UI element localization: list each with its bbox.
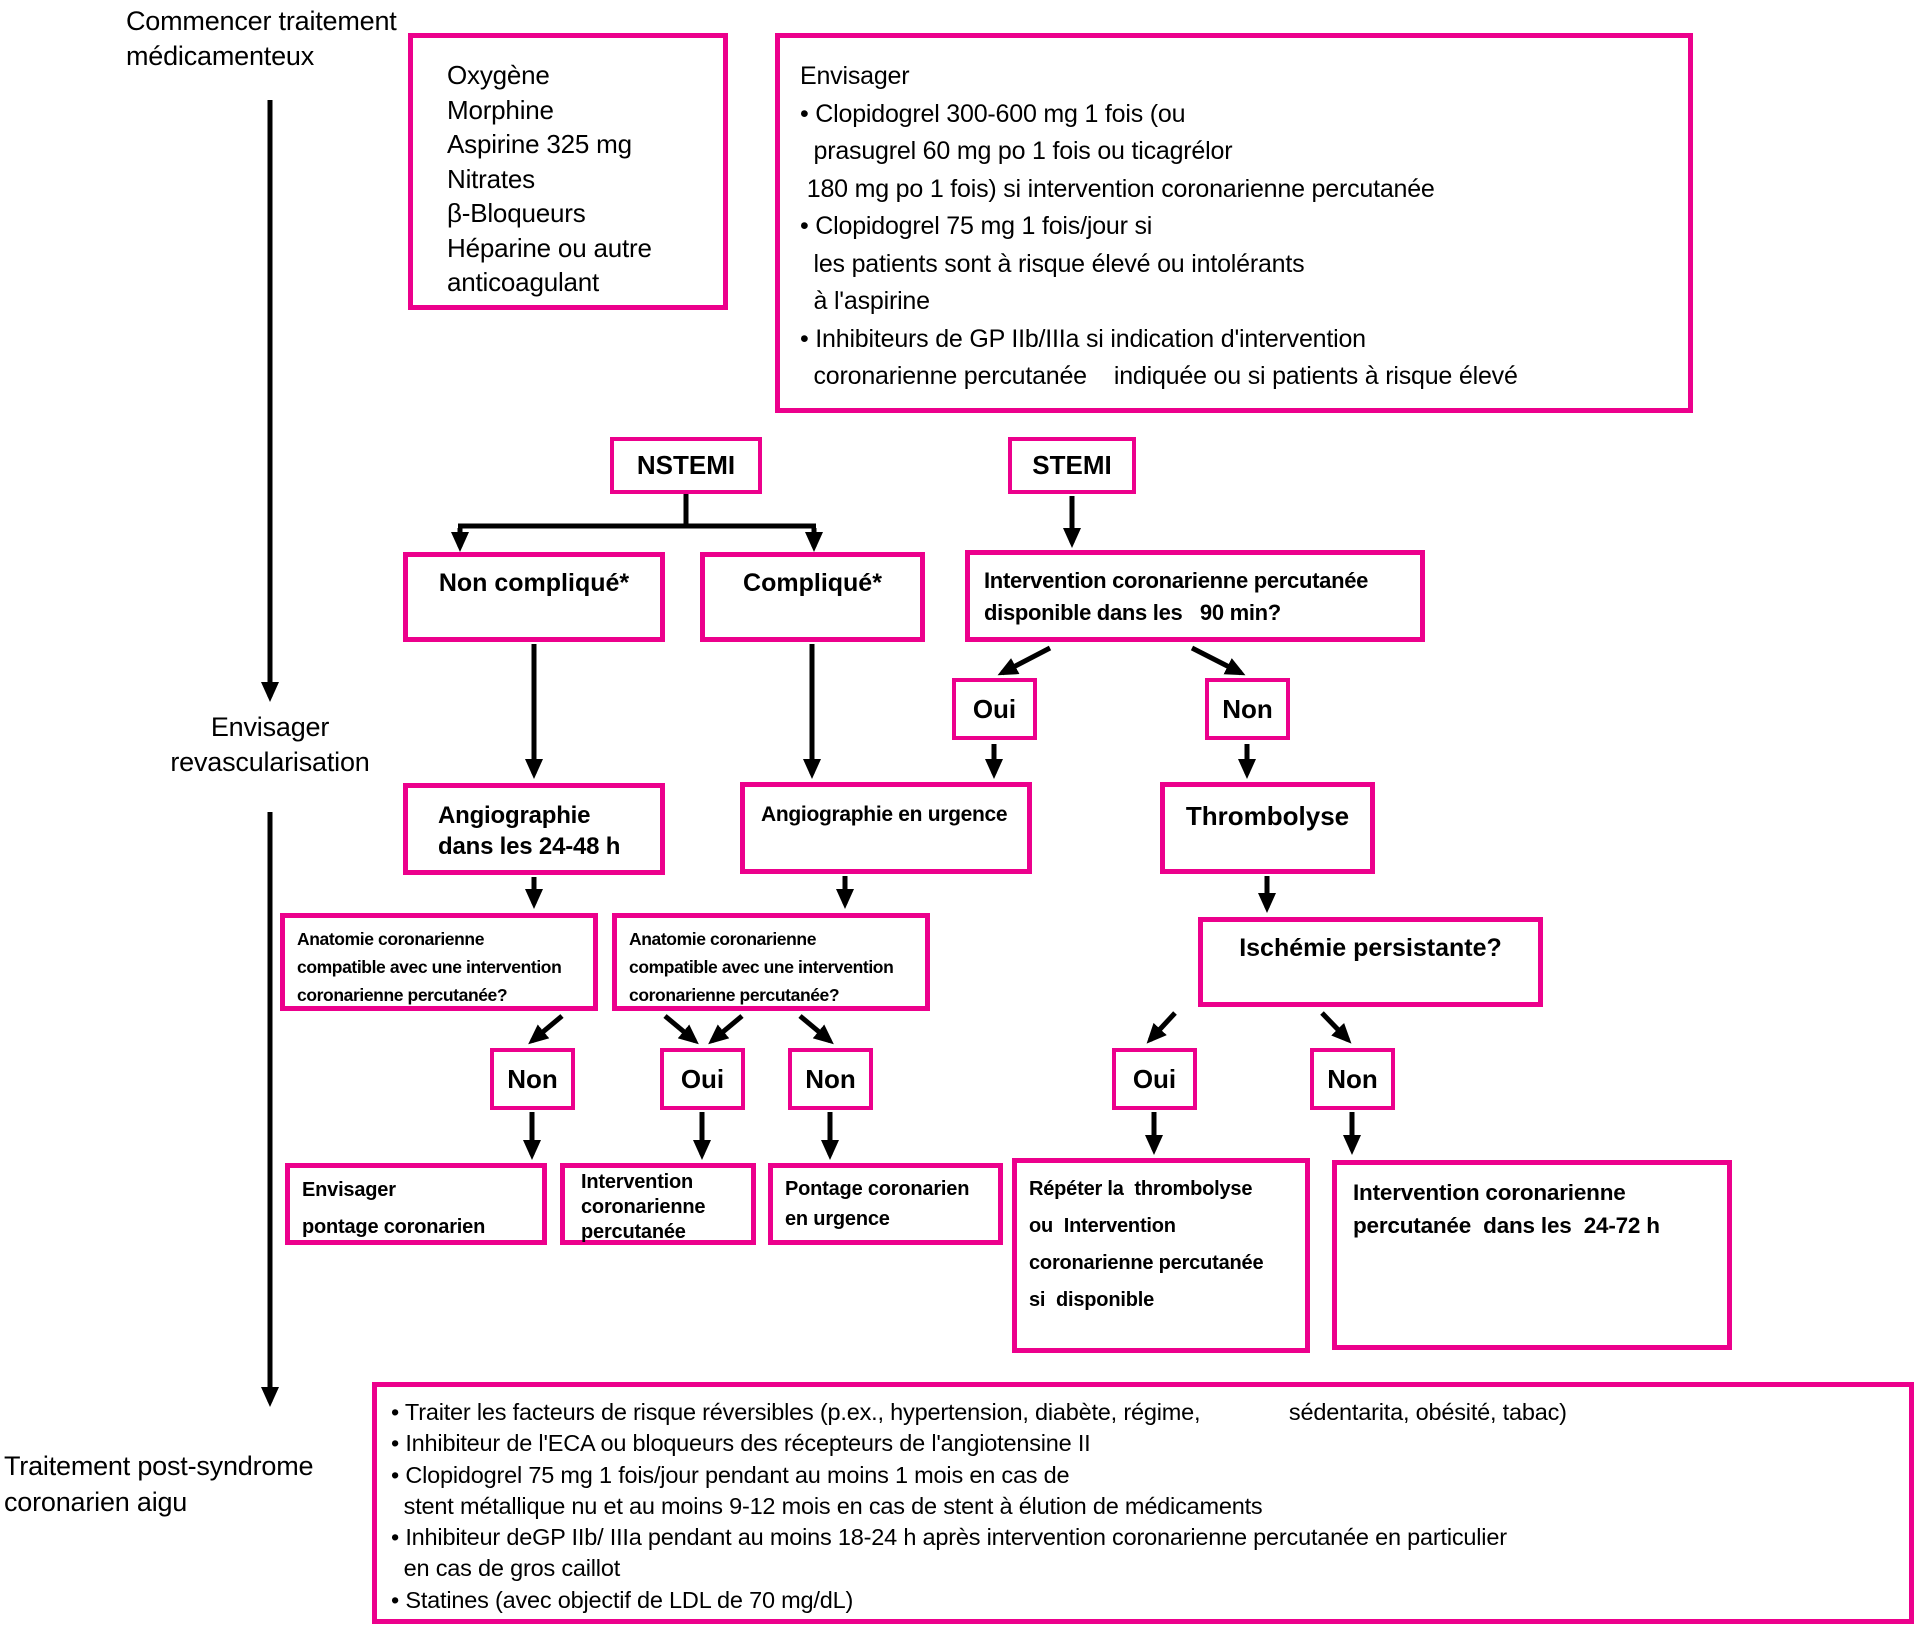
- box-nstemi: NSTEMI: [610, 437, 762, 494]
- box-complique: Compliqué*: [700, 552, 925, 642]
- box-repeter-thrombolyse: Répéter la thrombolyse ou Intervention c…: [1012, 1158, 1310, 1353]
- arrow-anatomie-g-to-non: [528, 1014, 564, 1045]
- box-post-acs-details: • Traiter les facteurs de risque réversi…: [372, 1382, 1914, 1624]
- box-non-e: Non: [1310, 1048, 1395, 1110]
- box-anatomie-left: Anatomie coronarienne compatible avec un…: [280, 913, 598, 1011]
- arrow-icp90-to-oui: [997, 645, 1052, 676]
- box-non-90: Non: [1205, 678, 1290, 740]
- box-ischemie: Ischémie persistante?: [1198, 917, 1543, 1007]
- arrow-ischemie-to-non: [1320, 1011, 1352, 1044]
- box-stemi: STEMI: [1008, 437, 1136, 494]
- box-oui-90: Oui: [952, 678, 1037, 740]
- box-icp-90min: Intervention coronarienne percutanée dis…: [965, 550, 1425, 642]
- box-non-c: Non: [788, 1048, 873, 1110]
- label-post-acs: Traitement post-syndrome coronarien aigu: [4, 1451, 314, 1518]
- arrow-icp90-to-non: [1190, 645, 1246, 676]
- box-angio-24-48: Angiographie dans les 24-48 h: [403, 783, 665, 875]
- box-thrombolyse: Thrombolyse: [1160, 782, 1375, 874]
- arrow-anatomie-m-to-oui: [708, 1014, 744, 1045]
- label-start-treatment: Commencer traitement médicamenteux: [126, 6, 397, 72]
- box-non-complique: Non compliqué*: [403, 552, 665, 642]
- box-oui-d: Oui: [1112, 1048, 1197, 1110]
- box-oui-b: Oui: [660, 1048, 745, 1110]
- box-meds: Oxygène Morphine Aspirine 325 mg Nitrate…: [408, 33, 728, 310]
- label-consider-revasc: Envisager revascularisation: [170, 712, 370, 778]
- box-icp: Intervention coronarienne percutanée: [560, 1163, 756, 1245]
- arrow-anatomie-m-to-non: [798, 1014, 834, 1045]
- arrow-ischemie-to-oui: [1146, 1011, 1177, 1044]
- box-consider: Envisager • Clopidogrel 300-600 mg 1 foi…: [775, 33, 1693, 413]
- box-non-a: Non: [490, 1048, 575, 1110]
- box-envisager-pontage: Envisager pontage coronarien: [285, 1163, 547, 1245]
- box-angio-urgence: Angiographie en urgence: [740, 782, 1032, 874]
- box-anatomie-mid: Anatomie coronarienne compatible avec un…: [612, 913, 930, 1011]
- box-icp-24-72: Intervention coronarienne percutanée dan…: [1332, 1160, 1732, 1350]
- box-pontage-urgence: Pontage coronarien en urgence: [768, 1163, 1003, 1245]
- arrow-anatomie-g-to-oui: [663, 1014, 699, 1045]
